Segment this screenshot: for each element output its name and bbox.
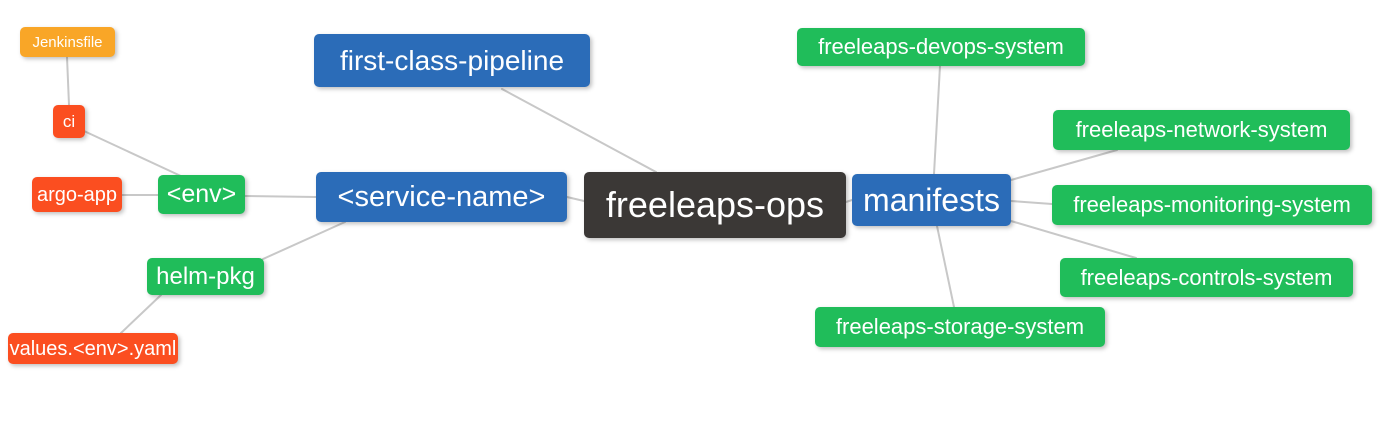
edge-service-name-helm-pkg (262, 221, 346, 260)
edge-service-name-root (566, 196, 585, 202)
node-values-env-yaml[interactable]: values.<env>.yaml (8, 333, 178, 364)
node-manifests[interactable]: manifests (852, 174, 1011, 226)
edge-helm-pkg-values-yaml (120, 294, 162, 334)
node-helm-pkg[interactable]: helm-pkg (147, 258, 264, 295)
node-freeleaps-monitoring-system[interactable]: freeleaps-monitoring-system (1052, 185, 1372, 225)
node-freeleaps-network-system[interactable]: freeleaps-network-system (1053, 110, 1350, 150)
edge-manifests-controls (1010, 220, 1137, 259)
node-freeleaps-devops-system[interactable]: freeleaps-devops-system (797, 28, 1085, 66)
node-jenkinsfile[interactable]: Jenkinsfile (20, 27, 115, 57)
edge-jenkinsfile-ci (66, 56, 70, 106)
node-service-name[interactable]: <service-name> (316, 172, 567, 222)
node-argo-app[interactable]: argo-app (32, 177, 122, 212)
edge-pipeline-root (501, 88, 657, 173)
node-freeleaps-ops-root[interactable]: freeleaps-ops (584, 172, 846, 238)
edge-manifests-monitoring (1010, 200, 1053, 205)
edge-ci-env (83, 130, 184, 178)
edge-root-manifests (845, 199, 853, 203)
node-env[interactable]: <env> (158, 175, 245, 214)
edge-manifests-storage (936, 225, 955, 308)
node-freeleaps-controls-system[interactable]: freeleaps-controls-system (1060, 258, 1353, 297)
edge-manifests-network (1010, 149, 1118, 181)
node-freeleaps-storage-system[interactable]: freeleaps-storage-system (815, 307, 1105, 347)
node-ci[interactable]: ci (53, 105, 85, 138)
edge-env-service-name (244, 195, 317, 198)
node-first-class-pipeline[interactable]: first-class-pipeline (314, 34, 590, 87)
edge-manifests-devops (933, 65, 941, 175)
